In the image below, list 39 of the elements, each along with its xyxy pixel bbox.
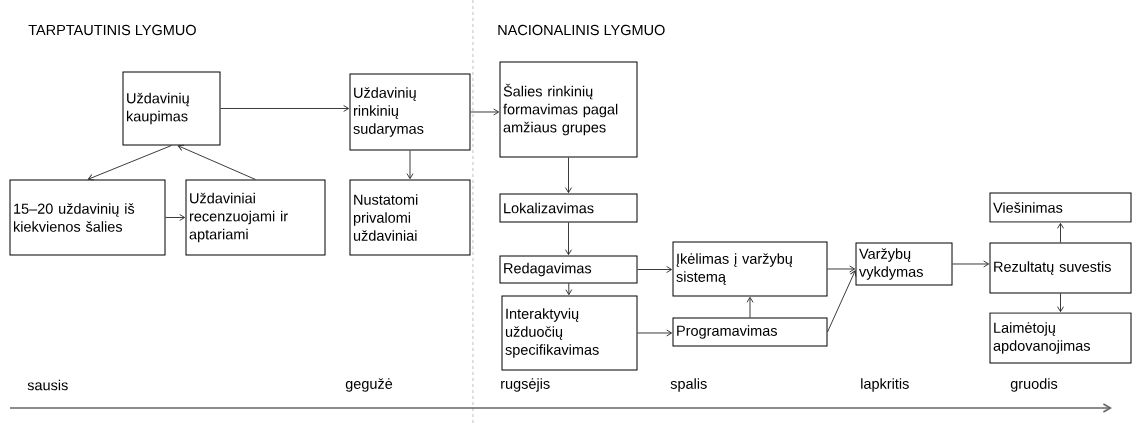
month-label: gegužė [345, 378, 393, 392]
process-box: Lokalizavimas [499, 193, 638, 223]
arrow [746, 296, 754, 318]
month-label: spalis [670, 378, 707, 392]
arrow [827, 265, 856, 273]
arrow [165, 214, 186, 221]
process-box: Interaktyvių užduočių specifikavimas [501, 295, 638, 371]
process-box: Redagavimas [499, 255, 638, 284]
heading: NACIONALINIS LYGMUO [498, 24, 665, 36]
arrow [565, 222, 572, 256]
arrow [637, 329, 673, 337]
process-box: Uždavinių kaupimas [122, 71, 221, 146]
arrow [470, 108, 500, 116]
process-box: Nustatomi privalomi uždaviniai [349, 179, 471, 256]
month-label: sausis [27, 379, 68, 391]
process-box: Uždavinių rinkinių sudarymas [349, 73, 471, 151]
arrow [1057, 222, 1064, 243]
arrow [827, 270, 857, 333]
arrow [87, 145, 172, 181]
process-box: Šalies rinkinių formavimas pagal amžiaus grupes [499, 61, 638, 158]
arrow [1057, 293, 1064, 313]
arrow [177, 144, 256, 180]
arrow [565, 283, 573, 296]
process-box: Uždaviniai recenzuojami ir aptariami [185, 179, 326, 256]
process-box: 15–20 uždavinių iš kiekvienos šalies [9, 179, 166, 256]
arrow [406, 150, 414, 180]
process-box: Rezultatų suvestis [989, 242, 1132, 294]
process-box: Varžybų vykdymas [855, 242, 953, 286]
arrow [565, 157, 572, 194]
month-label: lapkritis [861, 378, 909, 392]
process-box: Įkėlimas į varžybų sistemą [672, 241, 828, 297]
process-box: Programavimas [672, 317, 828, 347]
arrow [220, 105, 350, 112]
arrow [637, 266, 673, 273]
process-box: Viešinimas [989, 192, 1132, 223]
heading: TARPTAUTINIS LYGMUO [28, 24, 196, 36]
process-box: Laimėtojų apdovanojimas [989, 312, 1132, 364]
arrow [952, 260, 990, 268]
month-label: gruodis [1010, 378, 1058, 392]
